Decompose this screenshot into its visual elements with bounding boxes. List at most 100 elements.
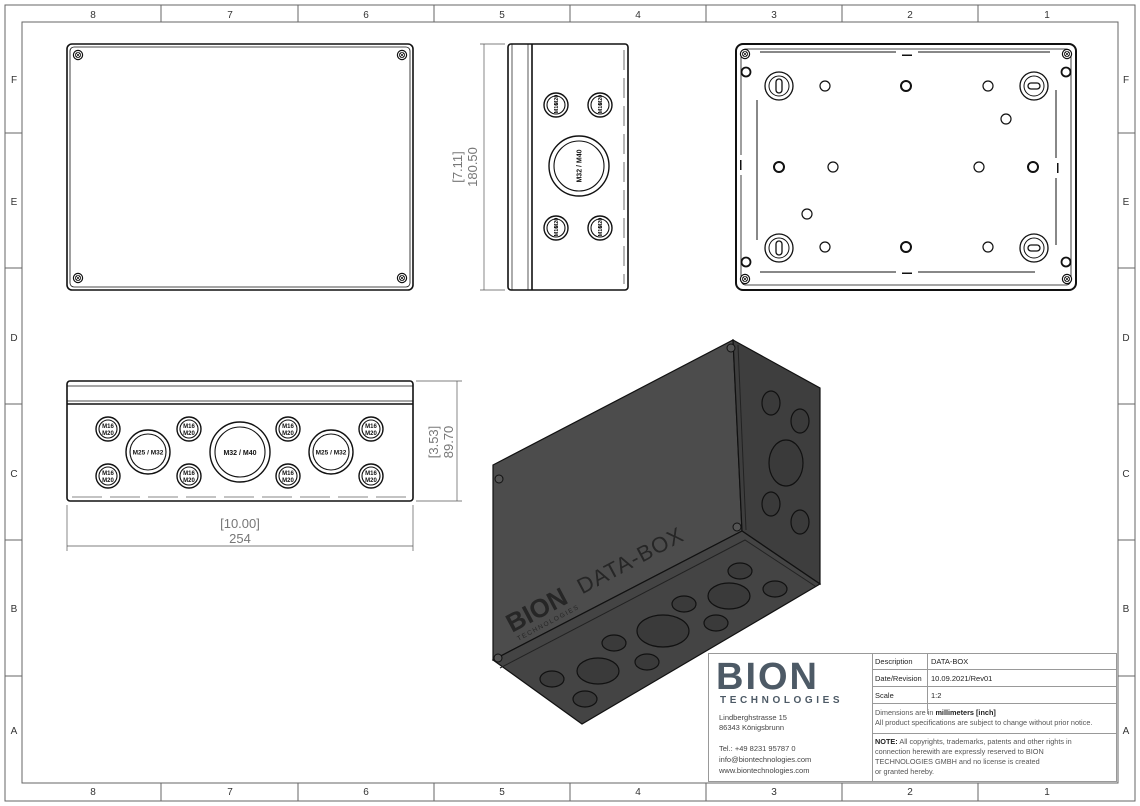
zone-col-top: 4 [635,10,641,21]
revision-label: Date/Revision [875,674,922,683]
zone-col-bottom: 5 [499,787,505,798]
gland-label-m16: M16 [183,424,195,430]
zone-row-left: D [10,333,17,344]
zone-col-top: 1 [1044,10,1050,21]
zone-col-bottom: 3 [771,787,777,798]
note-label: NOTE: [875,737,898,746]
isometric-view: BION TECHNOLOGIES DATA-BOX [491,338,822,725]
gland-label-m20: M20 [365,478,377,484]
zone-col-bottom: 4 [635,787,641,798]
zone-col-bottom: 7 [227,787,233,798]
contact-website: www.biontechnologies.com [719,766,810,775]
gland-label-m20: M20 [102,431,114,437]
zone-row-left: F [11,75,17,86]
zone-col-top: 7 [227,10,233,21]
zone-row-left: C [10,469,17,480]
description-label: Description [875,657,913,666]
gland-label-m16: M16 [365,424,377,430]
zone-col-top: 2 [907,10,913,21]
zone-row-left: A [11,726,18,737]
side-gland-label-m16: M16 [598,103,604,114]
height-inch-label: [7.11] [450,151,465,183]
zone-row-right: A [1123,726,1130,737]
gland-label-m16: M16 [282,424,294,430]
description-value: DATA-BOX [931,657,969,666]
zone-row-right: B [1123,604,1130,615]
logo-subtitle: TECHNOLOGIES [720,695,843,706]
logo-wordmark: BION [716,656,819,698]
zone-row-left: B [11,604,18,615]
title-block: BION TECHNOLOGIES Lindberghstrasse 15 86… [708,653,1117,782]
zone-col-top: 3 [771,10,777,21]
side-gland-label-m16: M16 [554,226,560,237]
revision-row: Date/Revision 10.09.2021/Rev01 [872,670,1117,687]
width-mm-label: 254 [229,531,251,546]
zone-col-bottom: 2 [907,787,913,798]
depth-inch-label: [3.53] [426,426,441,459]
depth-dimension: [3.53] 89.70 [416,380,462,502]
front-view: M16M20M16M20M16M20M16M20M16M20M16M20M16M… [66,380,414,502]
units-row: Dimensions are in millimeters [inch] All… [872,704,1117,734]
scale-value: 1:2 [931,691,942,700]
address-line-1: Lindberghstrasse 15 [719,713,787,722]
note-line-4: or granted hereby. [875,767,935,776]
side-gland-label-m32-m40: M32 / M40 [577,149,584,182]
units-value: millimeters [inch] [935,708,996,717]
width-inch-label: [10.00] [220,516,260,531]
gland-label-m20: M20 [183,431,195,437]
description-row: Description DATA-BOX [872,653,1117,670]
width-dimension: [10.00] 254 [66,505,414,551]
scale-label: Scale [875,691,894,700]
zone-row-right: F [1123,75,1129,86]
zone-col-bottom: 6 [363,787,369,798]
note-line-2: connection herewith are expressly reserv… [875,747,1044,756]
side-gland-label-m20: M20 [598,95,604,106]
bottom-dim-right: ▬▬ [1055,163,1061,173]
zone-row-right: C [1122,469,1129,480]
gland-label-m20: M20 [102,478,114,484]
side-gland-label-m20: M20 [598,218,604,229]
gland-label-m16: M16 [102,471,114,477]
note-text: All copyrights, trademarks, patents and … [897,737,1072,746]
gland-label-m16: M16 [282,471,294,477]
zone-col-bottom: 8 [90,787,96,798]
zone-row-right: E [1123,197,1130,208]
title-block-frame [708,653,1117,782]
zone-row-left: E [11,197,18,208]
gland-label-m20: M20 [183,478,195,484]
bion-logo: BION TECHNOLOGIES [716,656,843,706]
depth-mm-label: 89.70 [441,426,456,459]
zone-col-top: 8 [90,10,96,21]
gland-label-m20: M20 [365,431,377,437]
bottom-view: ▬▬ ▬▬ ▬▬ ▬▬ [735,43,1077,291]
gland-label-m32-m40: M32 / M40 [223,450,256,457]
bottom-dim-bottom: ▬▬ [902,270,912,276]
gland-label-m16: M16 [365,471,377,477]
bottom-dim-left: ▬▬ [738,160,744,170]
scale-row: Scale 1:2 [872,687,1117,704]
height-mm-label: 180.50 [465,147,480,187]
address-line-2: 86343 Königsbrunn [719,723,785,732]
zone-col-top: 5 [499,10,505,21]
gland-label-m25-m32: M25 / M32 [316,450,347,457]
zone-row-right: D [1122,333,1129,344]
units-disclaimer: All product specifications are subject t… [875,718,1093,727]
info-panel: Description DATA-BOX Date/Revision 10.09… [872,653,1117,782]
side-gland-label-m20: M20 [554,218,560,229]
units-prefix: Dimensions are in [875,708,936,717]
contact-email: info@biontechnologies.com [719,755,812,764]
company-panel: BION TECHNOLOGIES Lindberghstrasse 15 86… [708,653,873,782]
note-line-1: NOTE: All copyrights, trademarks, patent… [875,737,1072,747]
side-gland-label-m20: M20 [554,95,560,106]
zone-col-bottom: 1 [1044,787,1050,798]
bottom-dim-top: ▬▬ [902,52,912,58]
side-gland-label-m16: M16 [598,226,604,237]
side-gland-label-m16: M16 [554,103,560,114]
gland-label-m16: M16 [102,424,114,430]
gland-label-m25-m32: M25 / M32 [133,450,164,457]
gland-label-m16: M16 [183,471,195,477]
gland-label-m20: M20 [282,478,294,484]
